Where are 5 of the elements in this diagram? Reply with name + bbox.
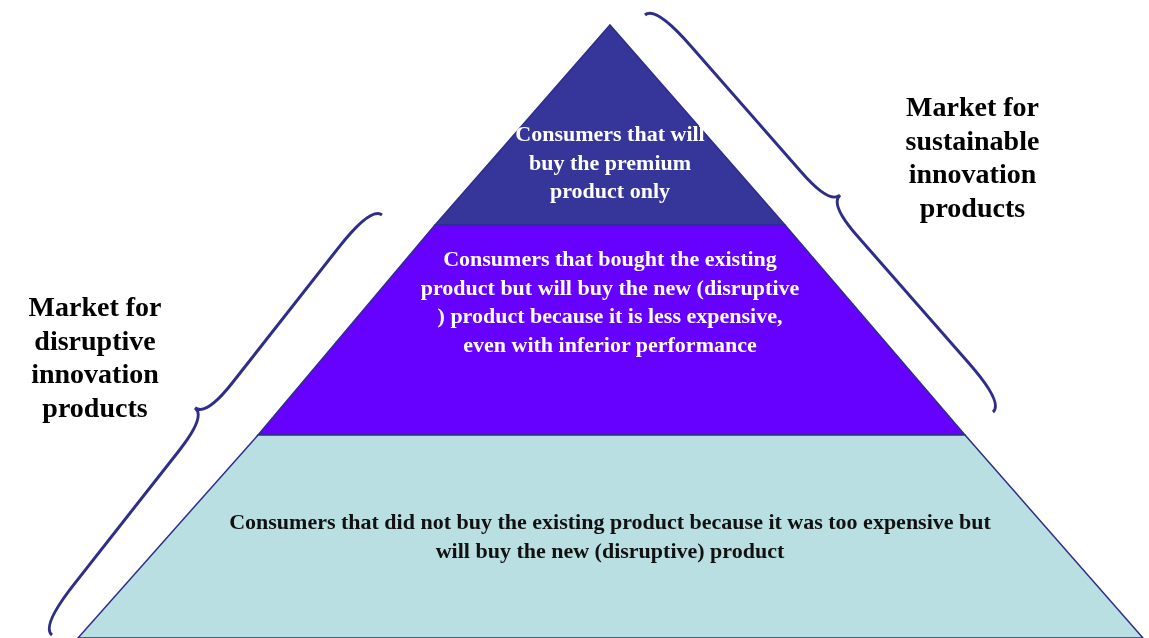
tier-description: Consumers that will buy the premium product only: [514, 120, 706, 206]
bracket-label: Market for disruptive innovation products: [27, 290, 163, 425]
tier-description: Consumers that did not buy the existing product because it was too expensive but will buy the new (disruptive) product: [228, 508, 992, 565]
bracket-label: Market for sustainable innovation products: [904, 90, 1041, 225]
tier-description: Consumers that bought the existing product but will buy the new (disruptive ) product because it is less expensive, even with inferior performance: [420, 245, 800, 359]
